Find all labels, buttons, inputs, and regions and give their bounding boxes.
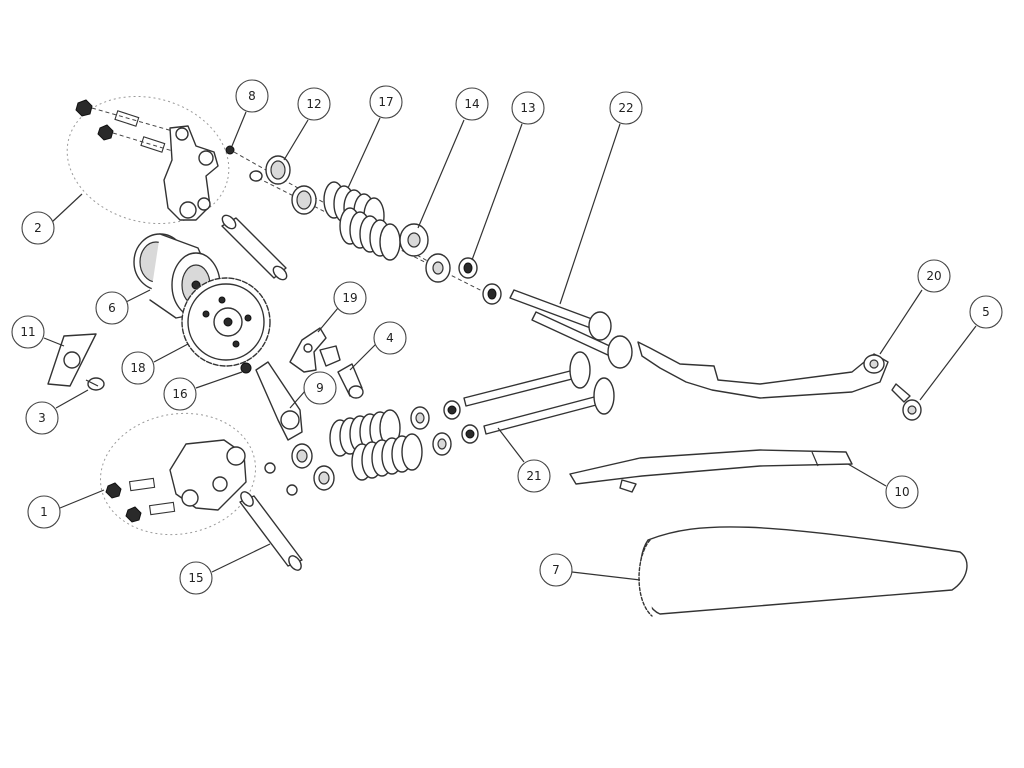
callout-8-label: 8 [248, 89, 256, 103]
lower-valve-train [264, 400, 479, 496]
decompressor-spring [337, 363, 364, 399]
lower-rocker-shaft [239, 491, 303, 571]
cam-sprocket [181, 277, 271, 367]
callout-6: 6 [95, 289, 151, 325]
callout-16: 16 [163, 371, 243, 411]
callout-1-label: 1 [40, 505, 48, 519]
callout-15: 15 [179, 543, 271, 595]
timing-chain [638, 526, 968, 617]
callout-10: 10 [847, 463, 919, 509]
callout-2-label: 2 [34, 221, 42, 235]
lower-rocker-group [99, 412, 257, 536]
callout-9: 9 [289, 371, 337, 409]
upper-rocker-group [66, 95, 230, 225]
callout-3-label: 3 [38, 411, 46, 425]
callout-17: 17 [347, 85, 403, 189]
callout-11: 11 [11, 315, 65, 349]
callout-21: 21 [497, 427, 551, 493]
camshaft [133, 233, 221, 319]
callout-21-label: 21 [526, 469, 541, 483]
chain-guide [569, 449, 853, 493]
lower-spring-a [329, 409, 401, 457]
callout-20: 20 [879, 259, 951, 355]
callout-14-label: 14 [464, 97, 479, 111]
callout-13-label: 13 [520, 101, 535, 115]
callout-18: 18 [121, 343, 189, 385]
callout-7-label: 7 [552, 563, 560, 577]
callout-11-label: 11 [20, 325, 35, 339]
tensioner-bolt [891, 383, 922, 421]
callout-5: 5 [919, 295, 1003, 401]
upper-valve-train [225, 145, 502, 305]
callout-9-label: 9 [316, 381, 324, 395]
callout-5-label: 5 [982, 305, 990, 319]
callout-16-label: 16 [172, 387, 187, 401]
callout-14: 14 [417, 87, 489, 229]
lever-9 [240, 361, 303, 441]
callout-17-label: 17 [378, 95, 393, 109]
callout-8: 8 [231, 79, 269, 147]
upper-rocker-shaft [221, 214, 288, 281]
plate-screw [85, 377, 105, 391]
callout-19: 19 [317, 281, 367, 333]
callout-1: 1 [27, 489, 105, 529]
upper-valves [509, 289, 633, 369]
callout-20-label: 20 [926, 269, 941, 283]
chain-tensioner-arm [637, 341, 889, 399]
callout-6-label: 6 [108, 301, 116, 315]
retainer-plate [47, 333, 97, 387]
callout-13: 13 [471, 91, 545, 261]
callout-10-label: 10 [894, 485, 909, 499]
callout-2: 2 [21, 193, 83, 245]
callout-4: 4 [349, 321, 407, 371]
lower-valves [463, 351, 615, 435]
callout-12-label: 12 [306, 97, 321, 111]
decompressor-lever [289, 327, 341, 373]
callout-4-label: 4 [386, 331, 394, 345]
lower-spring-b [351, 433, 423, 481]
callout-22: 22 [559, 91, 643, 305]
callout-22-label: 22 [618, 101, 633, 115]
upper-spring-b [339, 207, 401, 261]
callout-7: 7 [539, 553, 641, 587]
callout-15-label: 15 [188, 571, 203, 585]
callout-19-label: 19 [342, 291, 357, 305]
callout-18-label: 18 [130, 361, 145, 375]
callout-12: 12 [283, 87, 331, 161]
callout-3: 3 [25, 389, 89, 435]
